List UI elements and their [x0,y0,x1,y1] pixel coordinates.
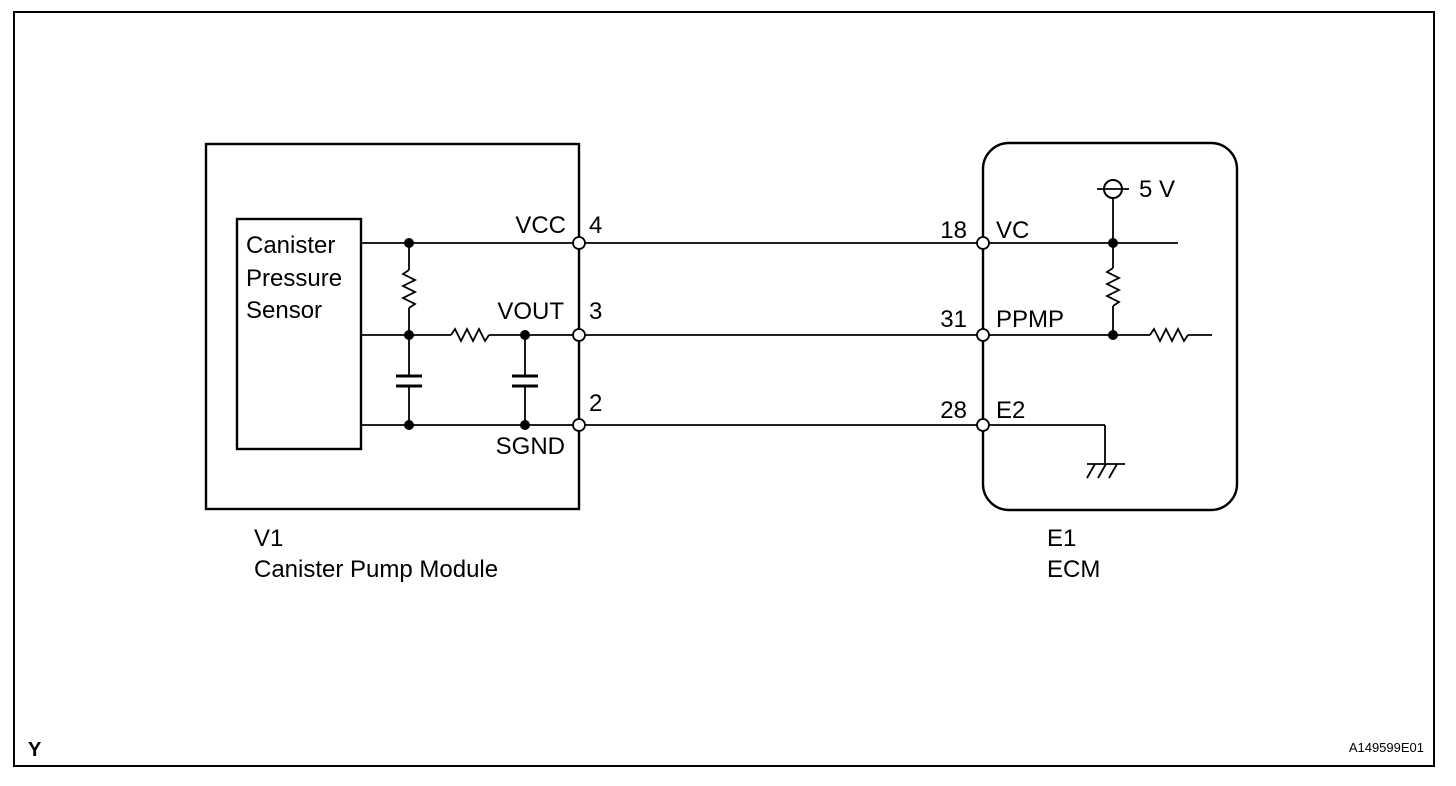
canister-pressure-sensor-box [235,217,363,451]
sensor-label-line-3: Sensor [246,297,322,324]
pin-signal-vcc: VCC [515,212,566,239]
connector-pin [976,236,990,250]
junction-dot [404,330,414,340]
pin-signal-ppmp: PPMP [996,306,1064,333]
canister-pump-module-box [204,142,581,511]
pin-number-18: 18 [940,217,967,244]
pin-number-4: 4 [589,212,602,239]
pin-signal-vc: VC [996,217,1029,244]
connector-pin [976,328,990,342]
sensor-label-line-2: Pressure [246,265,342,292]
module-right-id: E1 [1047,525,1076,552]
connector-pin [976,418,990,432]
sensor-label-line-1: Canister [246,232,335,259]
pin-signal-sgnd: SGND [496,433,565,460]
module-left-id: V1 [254,525,283,552]
junction-dot [1108,330,1118,340]
junction-dot [520,330,530,340]
supply-voltage-label: 5 V [1139,176,1175,203]
ecm-pullup-resistor [1104,267,1122,307]
pin-number-31: 31 [940,306,967,333]
connector-pin [572,328,586,342]
pin-number-3: 3 [589,298,602,325]
connector-pin [572,418,586,432]
ecm-ppmp-resistor [1149,326,1189,344]
junction-dot [404,420,414,430]
pullup-resistor [400,269,418,309]
figure-frame [13,11,1435,767]
junction-dot [520,420,530,430]
module-right-name: ECM [1047,556,1100,583]
junction-dot [1108,238,1118,248]
module-left-name: Canister Pump Module [254,556,498,583]
corner-code: Y [28,739,42,761]
pin-number-2: 2 [589,390,602,417]
pin-signal-e2: E2 [996,397,1025,424]
pin-signal-vout: VOUT [497,298,564,325]
ecm-box [981,141,1239,512]
vout-series-resistor [450,326,490,344]
figure-id: A149599E01 [1349,740,1424,755]
pin-number-28: 28 [940,397,967,424]
ground-icon [1086,463,1125,479]
connector-pin [572,236,586,250]
junction-dot [404,238,414,248]
